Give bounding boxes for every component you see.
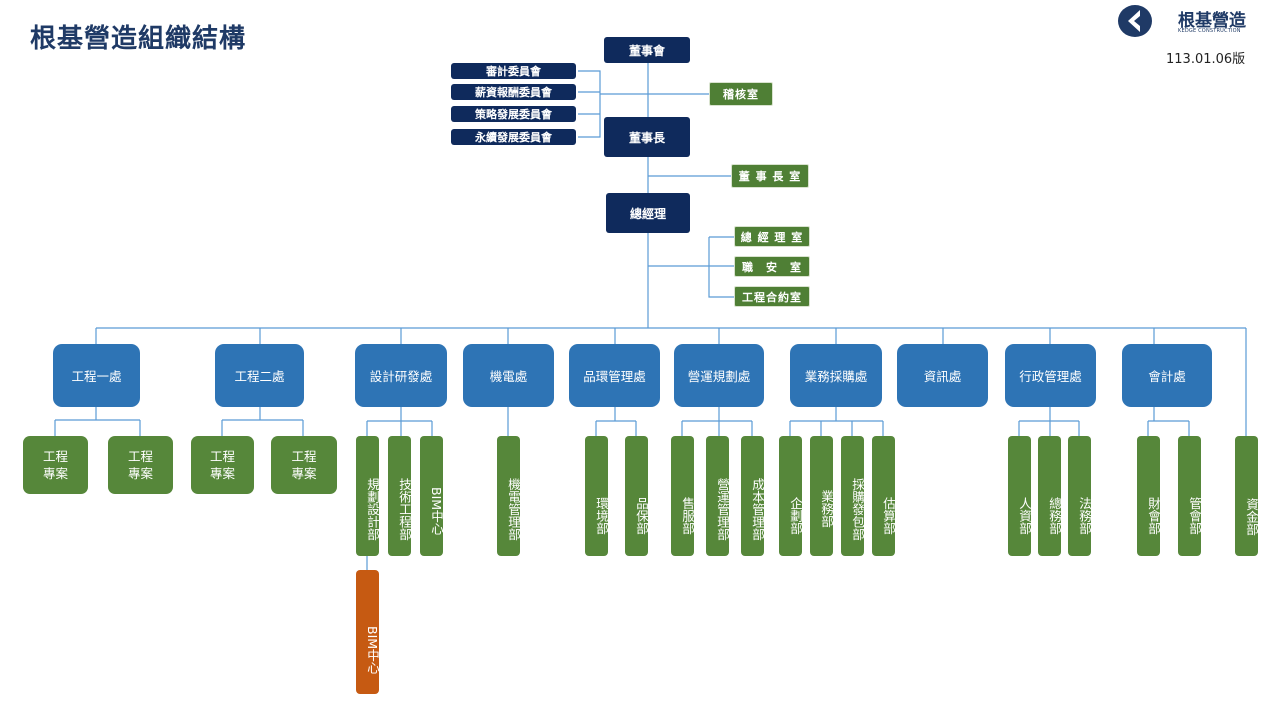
dept-planning-design-label: 規劃設計部	[365, 477, 380, 541]
dept-technical-engineering: 技術工程部	[388, 436, 412, 556]
logo-name-en: KEDGE CONSTRUCTION	[1178, 28, 1241, 34]
dept-cost-management: 成本管理部	[741, 436, 765, 556]
dept-legal: 法務部	[1068, 436, 1092, 556]
committee-audit: 審計委員會	[451, 63, 576, 79]
committee-sustainability: 永續發展委員會	[451, 129, 576, 145]
dept-planning: 企劃部	[779, 436, 803, 556]
division-accounting: 會計處	[1122, 344, 1212, 407]
dept-planning-design: 規劃設計部	[356, 436, 380, 556]
dept-after-sales: 售服部	[671, 436, 695, 556]
division-it: 資訊處	[897, 344, 988, 407]
kedge-logo-icon	[1118, 5, 1152, 37]
engineering-project: 工程 專案	[191, 436, 254, 494]
page-title: 根基營造組織結構	[30, 24, 247, 54]
company-logo: 根基營造 KEDGE CONSTRUCTION	[1118, 4, 1268, 38]
division-mep: 機電處	[463, 344, 554, 407]
dept-management-accounting: 管會部	[1178, 436, 1202, 556]
gm-office: 總 經 理 室	[734, 226, 810, 247]
logo-name-cn: 根基營造	[1178, 11, 1246, 31]
engineering-project: 工程 專案	[23, 436, 88, 494]
dept-general-affairs: 總務部	[1038, 436, 1062, 556]
safety-office: 職 安 室	[734, 256, 810, 277]
dept-bim-label: BIM中心	[429, 486, 444, 536]
dept-mep-management: 機電管理部	[497, 436, 521, 556]
engineering-project: 工程 專案	[271, 436, 337, 494]
contract-office: 工程合約室	[734, 286, 810, 307]
division-quality-env: 品環管理處	[569, 344, 660, 407]
audit-office: 稽核室	[709, 82, 773, 106]
dept-quality-assurance: 品保部	[625, 436, 649, 556]
division-design-rd: 設計研發處	[355, 344, 447, 407]
board-of-directors: 董事會	[604, 37, 690, 63]
dept-business: 業務部	[810, 436, 834, 556]
dept-procurement: 採購發包部	[841, 436, 865, 556]
chairman: 董事長	[604, 117, 690, 157]
dept-label: 規劃設計部	[365, 477, 380, 541]
dept-human-resources: 人資部	[1008, 436, 1032, 556]
division-engineering-1: 工程一處	[53, 344, 140, 407]
division-business-procurement: 業務採購處	[790, 344, 882, 407]
dept-operations-management: 營運管理部	[706, 436, 730, 556]
division-operations: 營運規劃處	[674, 344, 764, 407]
engineering-project: 工程 專案	[108, 436, 173, 494]
committee-strategy: 策略發展委員會	[451, 106, 576, 122]
committee-compensation: 薪資報酬委員會	[451, 84, 576, 100]
chairman-office: 董 事 長 室	[731, 164, 809, 188]
dept-financial-accounting: 財會部	[1137, 436, 1161, 556]
division-administration: 行政管理處	[1005, 344, 1096, 407]
version-label: 113.01.06版	[1166, 52, 1246, 67]
bim-center-sub: BIM中心	[356, 570, 380, 694]
general-manager: 總經理	[606, 193, 690, 233]
dept-bim-center: BIM中心	[420, 436, 444, 556]
dept-treasury: 資金部	[1235, 436, 1259, 556]
bim-sub-label: BIM中心	[365, 625, 380, 675]
division-engineering-2: 工程二處	[215, 344, 304, 407]
dept-estimation: 估算部	[872, 436, 896, 556]
dept-environment: 環境部	[585, 436, 609, 556]
